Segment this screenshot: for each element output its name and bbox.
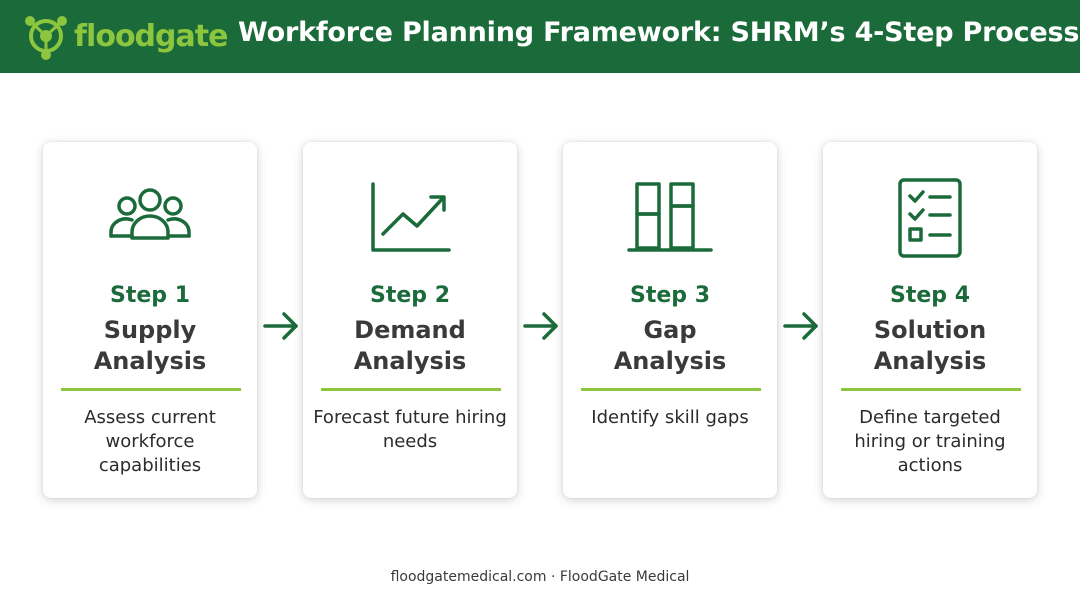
step-title-line1: Demand (354, 316, 466, 344)
step-description: Assess current workforce capabilities (84, 407, 216, 476)
step-card-4: Step 4 Solution Analysis Define targeted… (823, 142, 1037, 498)
logo-text: floodgate (74, 18, 228, 54)
step-title: Supply Analysis (43, 315, 257, 377)
floodgate-logo[interactable]: floodgate (22, 12, 228, 60)
step-label: Step 1 (110, 283, 190, 308)
step-title-line1: Solution (873, 316, 987, 344)
step-card-2: Step 2 Demand Analysis Forecast future h… (303, 142, 517, 498)
step-title: Gap Analysis (563, 315, 777, 377)
step-title-line1: Supply (103, 316, 197, 344)
people-group-icon (43, 178, 257, 258)
step-title-line2: Analysis (613, 347, 727, 375)
step-description: Define targeted hiring or training actio… (854, 407, 1006, 476)
step-card-3: Step 3 Gap Analysis Identify skill gaps (563, 142, 777, 498)
floodgate-logo-icon (25, 16, 67, 60)
step-title-line2: Analysis (873, 347, 987, 375)
step-title-line1: Gap (643, 316, 697, 344)
step-card-1: Step 1 Supply Analysis Assess current wo… (43, 142, 257, 498)
trend-chart-icon (303, 178, 517, 258)
step-title-line2: Analysis (93, 347, 207, 375)
step-title-line2: Analysis (353, 347, 467, 375)
arrow-right-icon (522, 310, 560, 342)
bar-gap-icon (563, 178, 777, 258)
step-description: Identify skill gaps (591, 407, 749, 428)
step-description: Forecast future hiring needs (313, 407, 507, 452)
page-title: Workforce Planning Framework: SHRM’s 4-S… (238, 17, 1080, 48)
step-label: Step 4 (890, 283, 970, 308)
header-bar: floodgate Workforce Planning Framework: … (0, 0, 1080, 73)
arrow-right-icon (782, 310, 820, 342)
step-title: Demand Analysis (303, 315, 517, 377)
divider (321, 388, 501, 391)
arrow-right-icon (262, 310, 300, 342)
footer-credit: floodgatemedical.com · FloodGate Medical (390, 569, 690, 585)
step-label: Step 3 (630, 283, 710, 308)
checklist-icon (823, 178, 1037, 258)
divider (61, 388, 241, 391)
divider (581, 388, 761, 391)
divider (841, 388, 1021, 391)
step-label: Step 2 (370, 283, 450, 308)
step-title: Solution Analysis (823, 315, 1037, 377)
